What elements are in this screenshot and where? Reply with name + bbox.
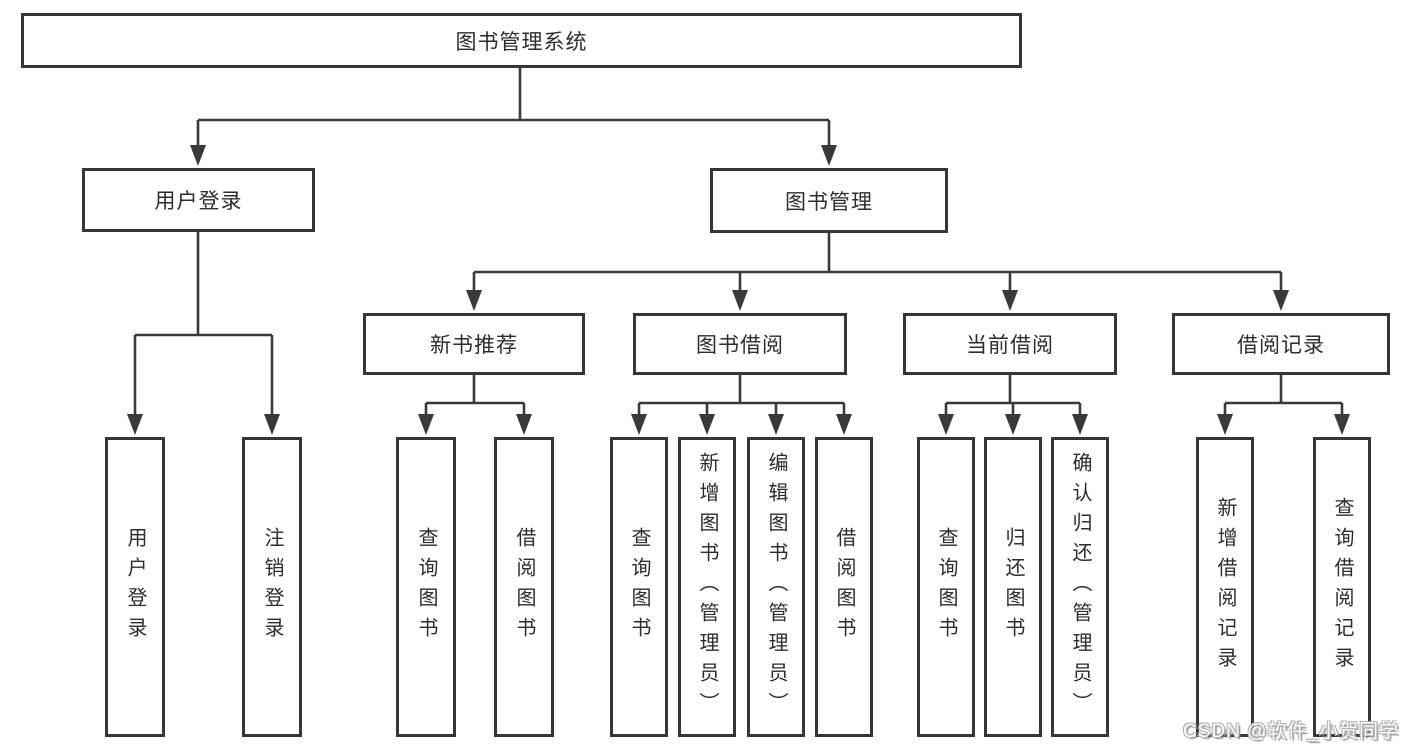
node-label: 借阅记录 [1237,334,1325,357]
arrowhead-down-icon [1002,290,1018,311]
arrowhead-down-icon [418,414,434,435]
leaf-user-login: 用户登录 [105,437,165,737]
arrowhead-down-icon [516,414,532,435]
arrowhead-down-icon [938,414,954,435]
leaf-newbook-query-books: 查询图书 [396,437,456,737]
node-library-management-system: 图书管理系统 [21,13,1022,68]
watermark-text: CSDN @软件_小贺同学 [1183,721,1399,742]
arrowhead-down-icon [699,414,715,435]
node-label: 查询图书 [628,527,650,647]
node-label: 当前借阅 [966,334,1054,357]
connector-current-borrow [944,375,1082,421]
connector-root [196,68,831,150]
node-label: 新增图书（管理员） [696,452,718,722]
node-label: 图书管理系统 [455,30,588,54]
leaf-records-query-record: 查询借阅记录 [1313,437,1371,737]
leaf-borrow-add-books-admin: 新增图书（管理员） [678,437,736,737]
node-label: 新书推荐 [430,334,518,357]
node-current-borrow: 当前借阅 [903,313,1117,375]
node-label: 借阅图书 [513,527,535,647]
leaf-current-return-books: 归还图书 [984,437,1042,737]
node-label: 归还图书 [1002,527,1024,647]
node-user-login: 用户登录 [82,168,315,232]
arrowhead-down-icon [821,145,837,166]
leaf-borrow-borrow-books: 借阅图书 [815,437,873,737]
arrowhead-down-icon [190,145,206,166]
node-book-management: 图书管理 [710,168,948,233]
node-book-borrow: 图书借阅 [633,313,847,375]
node-label: 查询图书 [415,527,437,647]
connector-book-manage [472,233,1283,297]
connector-book-borrow [637,375,846,421]
connector-new-book [424,375,526,421]
arrowhead-down-icon [264,414,280,435]
leaf-logout: 注销登录 [242,437,302,737]
leaf-current-confirm-return-admin: 确认归还（管理员） [1051,437,1109,737]
arrowhead-down-icon [732,290,748,311]
node-label: 查询借阅记录 [1331,497,1353,677]
node-label: 新增借阅记录 [1214,497,1236,677]
node-label: 注销登录 [261,527,283,647]
arrowhead-down-icon [1072,414,1088,435]
arrowhead-down-icon [1217,414,1233,435]
arrowhead-down-icon [836,414,852,435]
node-label: 编辑图书（管理员） [765,452,787,722]
node-label: 用户登录 [154,190,243,213]
arrowhead-down-icon [1334,414,1350,435]
arrowhead-down-icon [127,414,143,435]
leaf-borrow-edit-books-admin: 编辑图书（管理员） [747,437,805,737]
node-label: 确认归还（管理员） [1069,452,1091,722]
leaf-newbook-borrow-books: 借阅图书 [494,437,554,737]
node-label: 借阅图书 [833,527,855,647]
connector-borrow-records [1223,375,1344,421]
node-label: 用户登录 [124,527,146,647]
leaf-records-add-record: 新增借阅记录 [1196,437,1254,737]
arrowhead-down-icon [1273,290,1289,311]
node-label: 图书管理 [785,190,873,214]
leaf-current-query-books: 查询图书 [917,437,975,737]
node-new-book-recommend: 新书推荐 [363,313,585,375]
connector-user-login [133,232,274,421]
node-label: 图书借阅 [696,334,784,357]
arrowhead-down-icon [768,414,784,435]
arrowhead-down-icon [1005,414,1021,435]
node-borrow-records: 借阅记录 [1172,313,1390,375]
leaf-borrow-query-books: 查询图书 [610,437,668,737]
arrowhead-down-icon [631,414,647,435]
node-label: 查询图书 [935,527,957,647]
arrowhead-down-icon [466,290,482,311]
